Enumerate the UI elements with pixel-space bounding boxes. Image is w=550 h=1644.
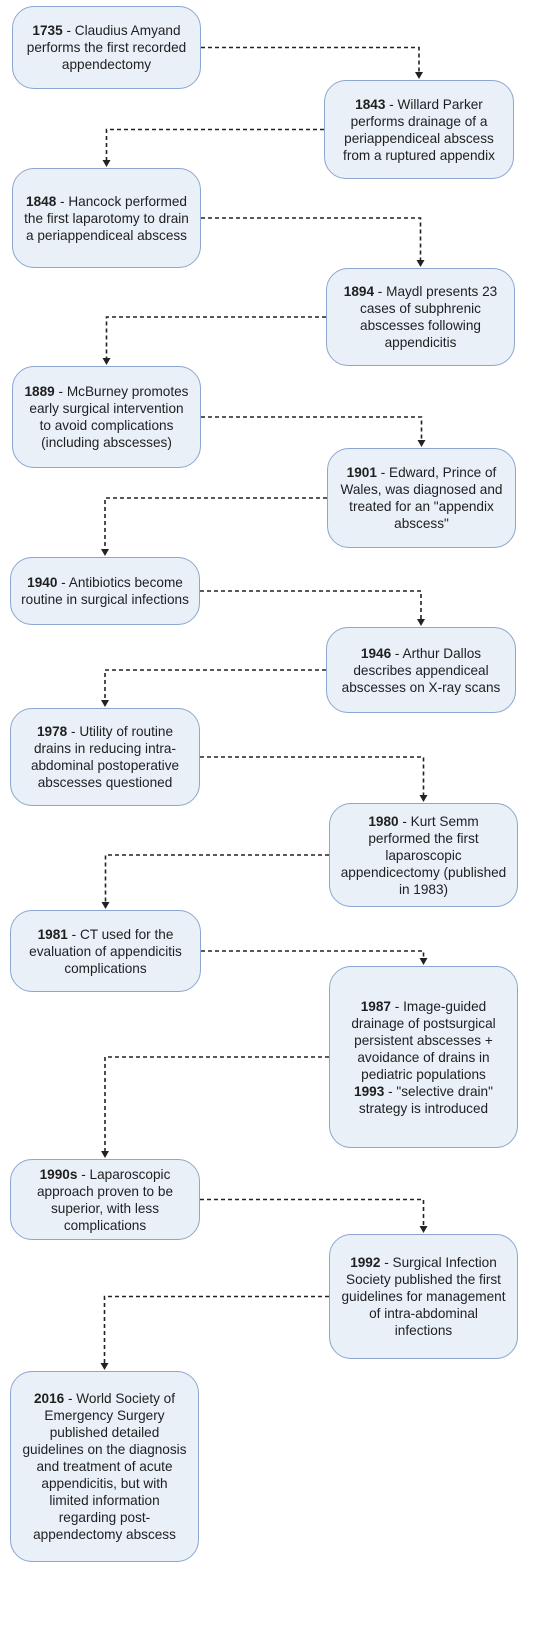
arrow-head-icon (101, 1151, 109, 1158)
timeline-event-1889: 1889 - McBurney promotes early surgical … (12, 366, 201, 468)
timeline-event-1946: 1946 - Arthur Dallos describes appendice… (326, 627, 516, 713)
arrow-head-icon (419, 1226, 428, 1233)
event-content: 1889 - McBurney promotes early surgical … (24, 384, 189, 450)
event-year: 1980 (368, 813, 399, 829)
timeline-event-1990s: 1990s - Laparoscopic approach proven to … (10, 1159, 200, 1240)
event-year: 1889 (24, 384, 55, 399)
event-year: 1940 (27, 575, 58, 590)
arrow-head-icon (101, 549, 109, 556)
event-content: 1848 - Hancock performed the first lapar… (24, 193, 189, 243)
event-text: CT used for the evaluation of appendicit… (29, 926, 182, 976)
timeline-event-1843: 1843 - Willard Parker performs drainage … (324, 80, 514, 179)
connector-1980-to-1981 (104, 854, 329, 903)
event-content: 1946 - Arthur Dallos describes appendice… (341, 645, 501, 695)
arrow-head-icon (101, 700, 109, 707)
timeline-event-1848: 1848 - Hancock performed the first lapar… (12, 168, 201, 268)
event-text: Laparoscopic approach proven to be super… (36, 1166, 174, 1233)
connector-1848-to-1894 (201, 217, 422, 261)
event-content: 1894 - Maydl presents 23 cases of subphr… (343, 284, 498, 350)
connector-1901-to-1940 (104, 497, 327, 550)
event-year: 1735 (32, 23, 63, 38)
event-text: Utility of routine drains in reducing in… (30, 724, 180, 790)
event-text: Arthur Dallos describes appendiceal absc… (341, 645, 501, 695)
event-year: 1978 (36, 724, 68, 739)
timeline-event-1980: 1980 - Kurt Semm performed the first lap… (329, 803, 518, 907)
arrow-head-icon (417, 440, 426, 447)
event-year: 1901 (346, 465, 377, 480)
event-content: 1990s - Laparoscopic approach proven to … (36, 1166, 174, 1233)
timeline-event-1901: 1901 - Edward, Prince of Wales, was diag… (327, 448, 516, 548)
timeline-event-1735: 1735 - Claudius Amyand performs the firs… (12, 6, 201, 89)
connector-1978-to-1980 (200, 756, 425, 796)
arrow-head-icon (102, 160, 111, 167)
connector-1940-to-1946 (200, 590, 422, 620)
connector-1987-to-1990s (104, 1056, 329, 1152)
arrow-head-icon (419, 795, 428, 802)
connector-1894-to-1889 (105, 316, 326, 359)
connector-1946-to-1978 (104, 669, 326, 701)
timeline-event-1940: 1940 - Antibiotics become routine in sur… (10, 557, 200, 625)
connector-1735-to-1843 (201, 46, 420, 73)
connector-1990s-to-1992 (200, 1198, 425, 1227)
arrow-head-icon (101, 902, 110, 909)
arrow-head-icon (416, 260, 425, 267)
timeline-event-1894: 1894 - Maydl presents 23 cases of subphr… (326, 268, 515, 366)
event-text: Claudius Amyand performs the first recor… (26, 23, 187, 72)
connector-1992-to-2016 (103, 1295, 329, 1364)
event-text: Edward, Prince of Wales, was diagnosed a… (340, 465, 503, 531)
event-text-secondary: "selective drain" strategy is introduced (358, 1083, 493, 1116)
event-year: 1843 (355, 96, 386, 112)
event-content: 1987 - Image-guided drainage of postsurg… (351, 998, 496, 1116)
event-text: Hancock performed the first laparotomy t… (24, 193, 189, 243)
event-text: World Society of Emergency Surgery publi… (22, 1391, 187, 1542)
event-text: Willard Parker performs drainage of a pe… (343, 96, 495, 163)
arrow-head-icon (417, 619, 425, 626)
event-content: 1981 - CT used for the evaluation of app… (29, 926, 182, 976)
timeline-event-1987: 1987 - Image-guided drainage of postsurg… (329, 966, 518, 1148)
event-year: 1987 (360, 998, 391, 1014)
event-content: 1901 - Edward, Prince of Wales, was diag… (340, 465, 503, 531)
event-text: Kurt Semm performed the first laparoscop… (340, 813, 507, 897)
event-text: Image-guided drainage of postsurgical pe… (351, 998, 496, 1082)
event-year: 1848 (26, 193, 57, 209)
event-content: 1735 - Claudius Amyand performs the firs… (26, 23, 187, 72)
event-content: 1978 - Utility of routine drains in redu… (30, 724, 180, 790)
arrow-head-icon (102, 358, 111, 365)
event-text: Surgical Infection Society published the… (341, 1255, 506, 1338)
event-year: 1894 (343, 284, 375, 299)
event-content: 2016 - World Society of Emergency Surger… (22, 1391, 187, 1542)
timeline-event-1992: 1992 - Surgical Infection Society publis… (329, 1234, 518, 1359)
connector-1843-to-1848 (105, 128, 324, 161)
timeline-event-1978: 1978 - Utility of routine drains in redu… (10, 708, 200, 806)
event-year: 2016 (33, 1391, 65, 1406)
event-text: Maydl presents 23 cases of subphrenic ab… (360, 284, 498, 350)
event-year: 1981 (37, 926, 68, 942)
connector-1889-to-1901 (201, 416, 423, 441)
connector-1981-to-1987 (201, 950, 425, 959)
event-year: 1946 (360, 645, 392, 661)
event-content: 1940 - Antibiotics become routine in sur… (21, 575, 189, 607)
event-text: McBurney promotes early surgical interve… (29, 384, 189, 450)
event-text: Antibiotics become routine in surgical i… (21, 575, 189, 607)
event-content: 1992 - Surgical Infection Society publis… (341, 1255, 506, 1338)
timeline-event-1981: 1981 - CT used for the evaluation of app… (10, 910, 201, 992)
timeline-event-2016: 2016 - World Society of Emergency Surger… (10, 1371, 199, 1562)
arrow-head-icon (100, 1363, 109, 1370)
event-content: 1980 - Kurt Semm performed the first lap… (340, 813, 507, 897)
event-year: 1992 (350, 1255, 381, 1270)
arrow-head-icon (419, 958, 428, 965)
event-year-secondary: 1993 (354, 1083, 385, 1099)
arrow-head-icon (415, 72, 423, 79)
event-year: 1990s (39, 1166, 78, 1182)
event-content: 1843 - Willard Parker performs drainage … (343, 96, 495, 163)
